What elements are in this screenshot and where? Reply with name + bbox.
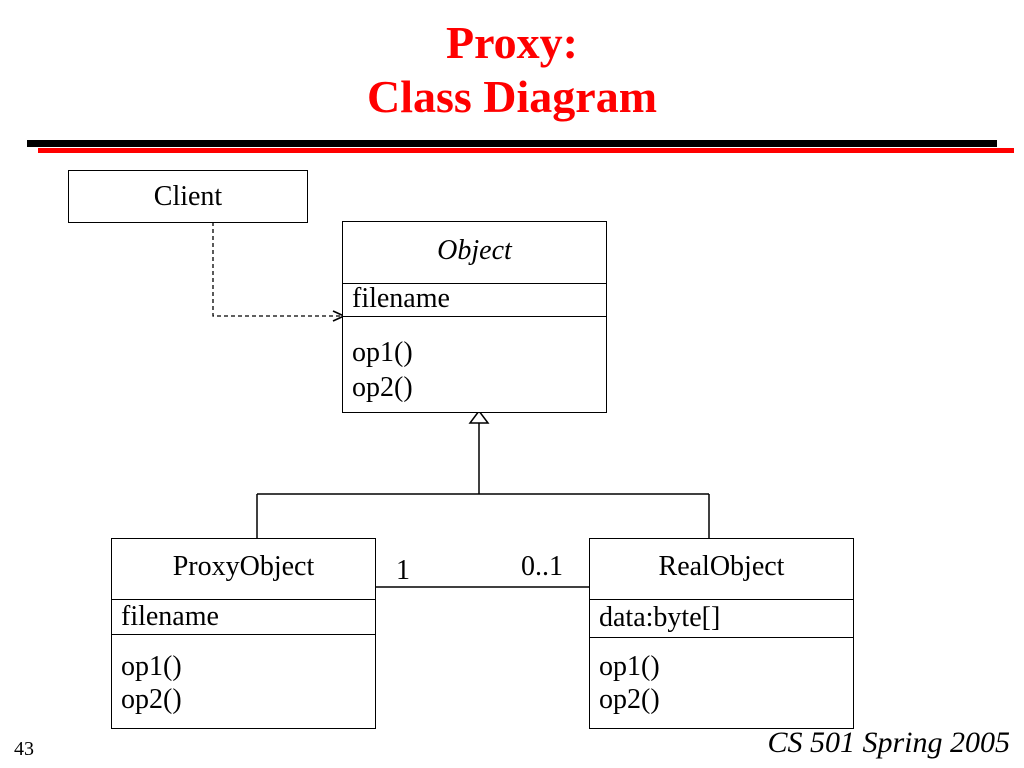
object-attribute: filename [352, 283, 450, 314]
association-multiplicity-right: 0..1 [521, 551, 563, 582]
title-rule-black [27, 140, 997, 147]
realobject-attribute: data:byte[] [599, 602, 721, 633]
title-line-1: Proxy: [445, 17, 578, 68]
proxyobject-class-name: ProxyObject [172, 551, 315, 582]
dependency-line [212, 222, 340, 317]
title-rule-red [38, 148, 1014, 153]
client-class-name: Client [153, 181, 223, 212]
realobject-class-name: RealObject [658, 551, 785, 582]
object-operation: op2() [352, 372, 413, 403]
association-multiplicity-left: 1 [396, 555, 410, 586]
slide-footer: CS 501 Spring 2005 [767, 726, 1010, 759]
slide-title: Proxy: Class Diagram [0, 16, 1024, 124]
title-line-2: Class Diagram [366, 71, 658, 122]
proxyobject-operation: op1() [121, 651, 182, 682]
realobject-attributes: data:byte[] [590, 599, 853, 637]
realobject-operation: op1() [599, 651, 660, 682]
realobject-operations: op1() op2() [590, 637, 853, 716]
page-number: 43 [14, 738, 34, 760]
proxyobject-class-box: ProxyObject filename op1() op2() [111, 538, 376, 729]
object-operations: op1() op2() [343, 316, 606, 405]
proxyobject-operation: op2() [121, 684, 182, 715]
realobject-class-box: RealObject data:byte[] op1() op2() [589, 538, 854, 729]
object-operation: op1() [352, 337, 413, 368]
proxyobject-attribute: filename [121, 601, 219, 632]
object-class-name: Object [437, 235, 512, 266]
object-attributes: filename [343, 283, 606, 316]
client-class-box: Client [68, 170, 308, 223]
proxyobject-operations: op1() op2() [112, 634, 375, 716]
proxyobject-attributes: filename [112, 599, 375, 634]
object-class-box: Object filename op1() op2() [342, 221, 607, 413]
realobject-operation: op2() [599, 684, 660, 715]
